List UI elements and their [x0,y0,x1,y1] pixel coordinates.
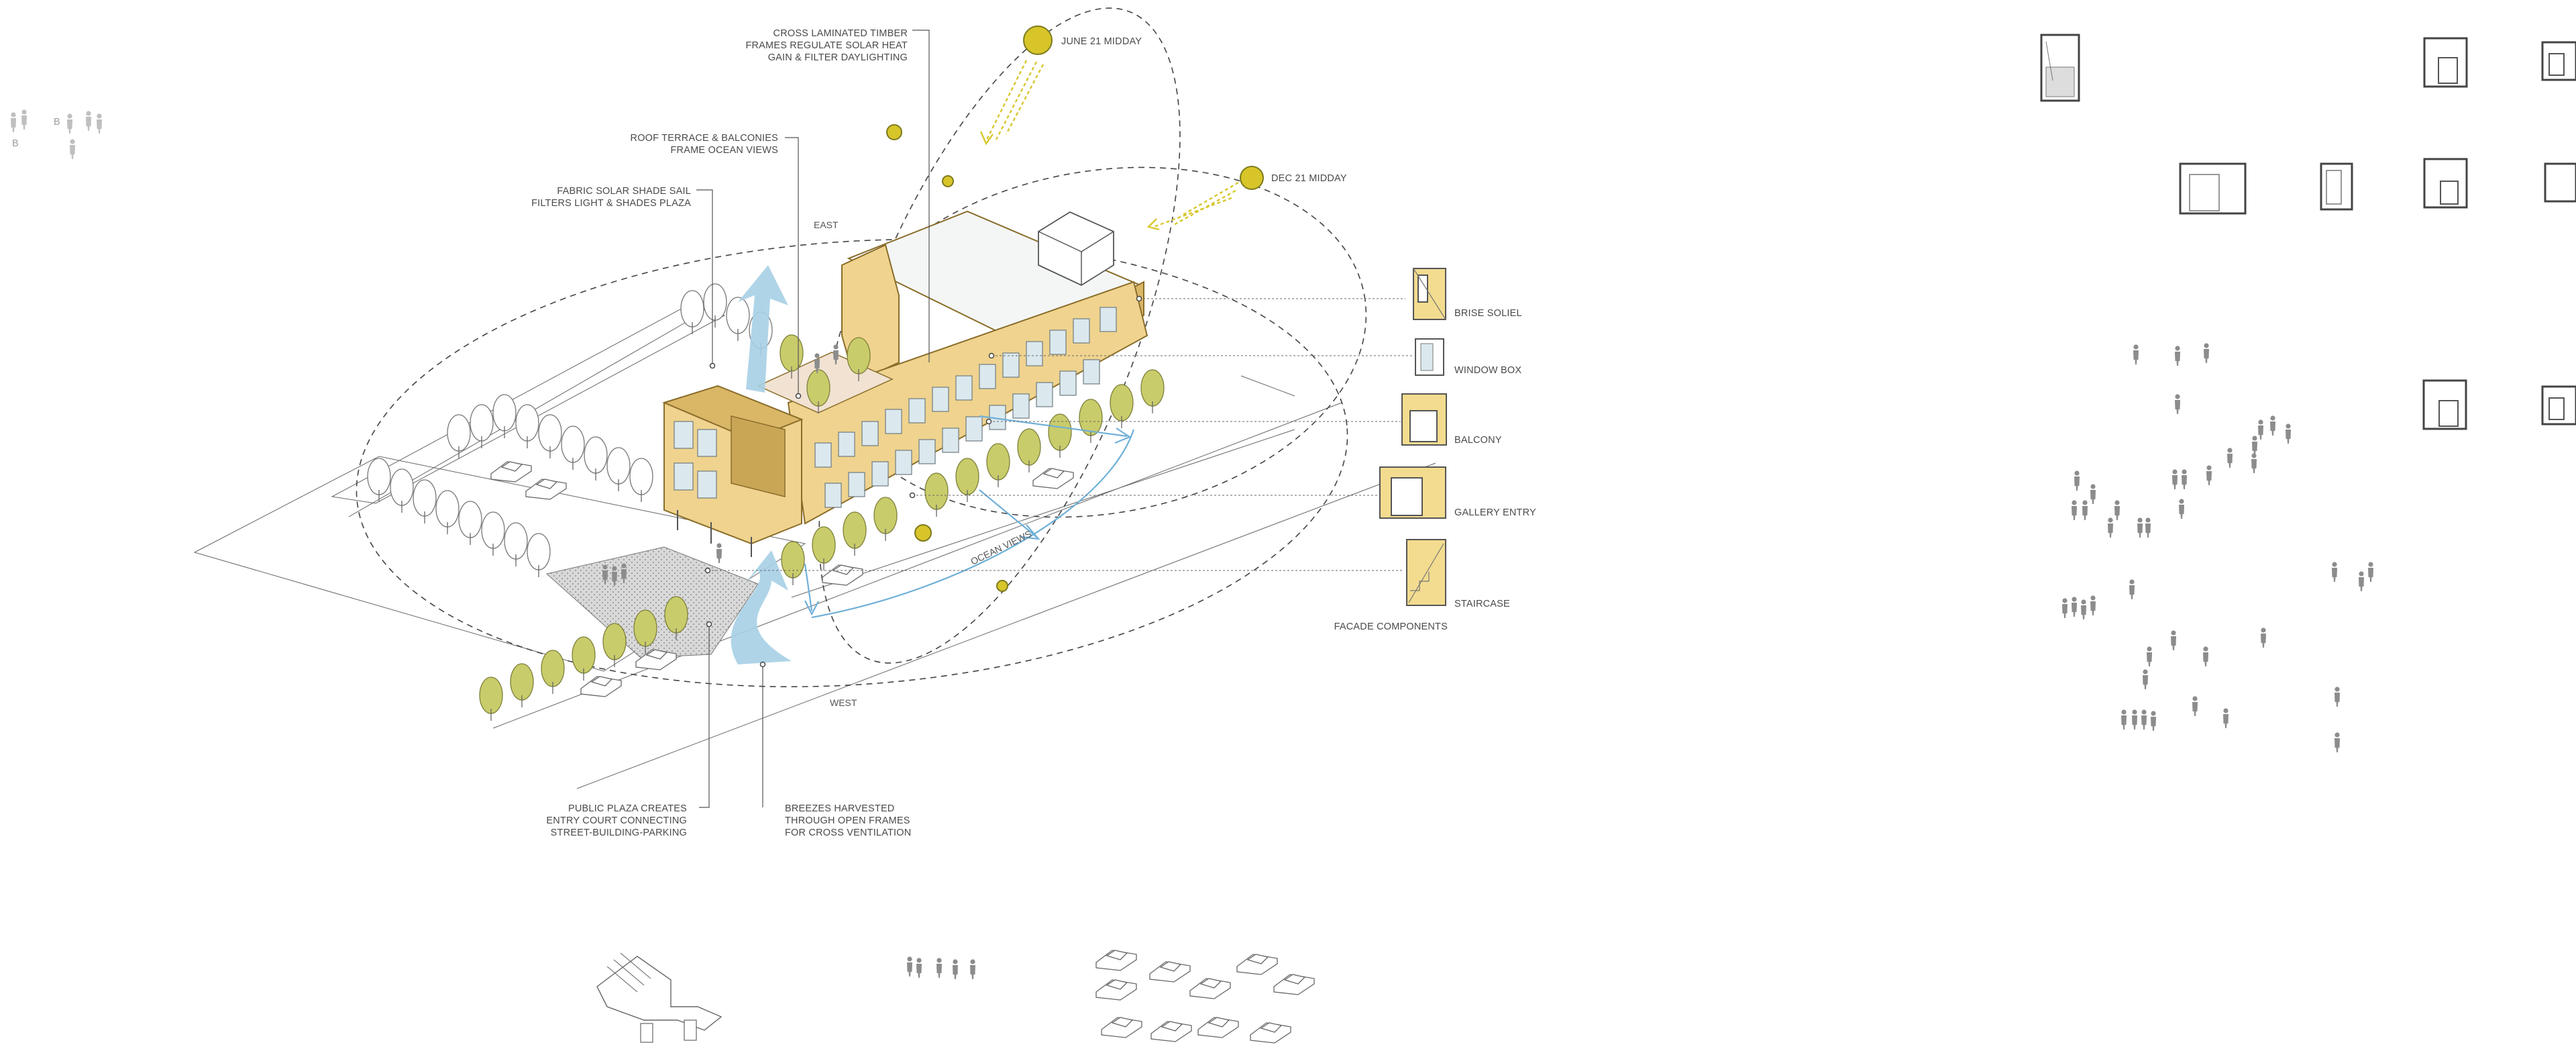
facade-component-staircase: STAIRCASE [1407,540,1510,609]
module-icon [2542,42,2576,80]
callout-breezes-line: BREEZES HARVESTED [785,803,894,814]
component-label: BALCONY [1454,435,1502,446]
module-icons [2041,35,2576,429]
sun-june-label: JUNE 21 MIDDAY [1061,36,1142,47]
callout-sail: FABRIC SOLAR SHADE SAIL FILTERS LIGHT & … [531,186,691,209]
ocean-views-label: OCEAN VIEWS [969,528,1033,567]
callout-roof-line: FRAME OCEAN VIEWS [671,145,779,156]
sun-dec-label: DEC 21 MIDDAY [1271,173,1347,184]
component-label: STAIRCASE [1454,599,1510,609]
module-icon [2424,159,2467,207]
callout-clt-line: FRAMES REGULATE SOLAR HEAT [745,40,908,51]
facade-component-brise-soliel: BRISE SOLIEL [1413,268,1522,319]
callout-plaza-line: PUBLIC PLAZA CREATES [568,803,687,814]
callout-sail-line: FABRIC SOLAR SHADE SAIL [557,186,691,197]
compass-east: EAST [814,219,839,230]
callout-plaza-line: ENTRY COURT CONNECTING [546,815,687,826]
callout-breezes: BREEZES HARVESTED THROUGH OPEN FRAMES FO… [785,803,911,838]
module-icon [2321,164,2352,209]
scattered-people-topleft: B B [11,109,102,159]
bench-sketch [597,953,721,1042]
component-label: BRISE SOLIEL [1454,308,1522,319]
callout-breezes-line: FOR CROSS VENTILATION [785,828,911,838]
sun-marker-icon [915,525,931,541]
component-label: WINDOW BOX [1454,365,1521,376]
module-icon [2542,387,2576,424]
module-icon [2041,35,2079,101]
sun-dec-icon [1148,166,1263,230]
callout-roof-line: ROOF TERRACE & BALCONIES [631,133,778,144]
component-label: GALLERY ENTRY [1454,507,1536,518]
module-icon [2424,381,2466,429]
callout-roof: ROOF TERRACE & BALCONIES FRAME OCEAN VIE… [631,133,778,156]
callout-clt: CROSS LAMINATED TIMBER FRAMES REGULATE S… [745,28,908,63]
svg-text:B: B [54,117,60,128]
callout-clt-line: CROSS LAMINATED TIMBER [773,28,908,39]
module-icon [2180,164,2245,213]
facade-component-gallery-entry: GALLERY ENTRY [1380,467,1536,518]
compass-west: WEST [830,697,857,708]
sun-marker-icon [943,176,953,187]
callout-sail-line: FILTERS LIGHT & SHADES PLAZA [531,198,691,209]
svg-text:B: B [12,138,19,149]
facade-component-balcony: BALCONY [1402,394,1502,446]
sun-marker-icon [997,581,1008,591]
module-icon [2545,164,2576,201]
scattered-people-right [2062,343,2373,752]
bottom-people [907,956,975,979]
module-icon [2424,38,2467,87]
callout-plaza-line: STREET-BUILDING-PARKING [551,828,687,838]
facade-component-window-box: WINDOW BOX [1415,339,1521,376]
callout-breezes-line: THROUGH OPEN FRAMES [785,815,910,826]
bottom-cars [1096,950,1314,1043]
facade-components-title: FACADE COMPONENTS [1334,621,1448,632]
callout-clt-line: GAIN & FILTER DAYLIGHTING [768,52,908,63]
sun-june-icon [981,26,1052,144]
sun-marker-icon [887,125,902,140]
callout-plaza: PUBLIC PLAZA CREATES ENTRY COURT CONNECT… [546,803,687,838]
